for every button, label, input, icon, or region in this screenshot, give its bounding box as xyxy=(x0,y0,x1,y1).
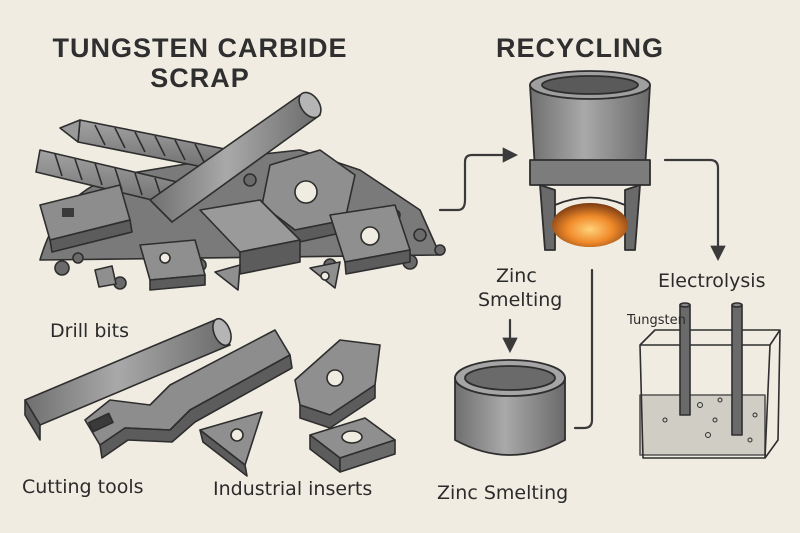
scrap-title-line2: SCRAP xyxy=(150,63,250,93)
industrial-insert-hex xyxy=(294,339,381,429)
label-drill-bits: Drill bits xyxy=(50,320,130,342)
recycling-title: RECYCLING xyxy=(495,33,664,63)
electrolysis-tank xyxy=(639,302,781,459)
cutting-tool-rod xyxy=(24,317,232,441)
label-zinc-smelting-top-2: Smelting xyxy=(478,289,563,311)
zinc-crucible xyxy=(454,359,566,456)
label-zinc-smelting-bottom: Zinc Smelting xyxy=(437,482,569,504)
scrap-small-insert xyxy=(139,239,206,291)
label-tungsten: Tungsten xyxy=(627,313,686,328)
label-industrial-inserts: Industrial inserts xyxy=(213,478,373,500)
industrial-insert-triangle xyxy=(199,411,263,477)
label-electrolysis: Electrolysis xyxy=(658,270,766,292)
label-cutting-tools: Cutting tools xyxy=(22,476,144,498)
label-zinc-smelting-top-1: Zinc xyxy=(496,265,537,287)
smelting-furnace xyxy=(529,70,651,251)
flow-arrows xyxy=(438,147,726,430)
industrial-insert-square xyxy=(309,417,396,473)
scrap-pile xyxy=(35,91,446,291)
scrap-title-line1: TUNGSTEN CARBIDE xyxy=(52,33,348,63)
scrap-square-insert xyxy=(329,204,411,275)
scrap-bar-left xyxy=(39,184,133,253)
scrap-rod xyxy=(149,91,322,223)
cutting-tool-bar xyxy=(84,329,293,459)
